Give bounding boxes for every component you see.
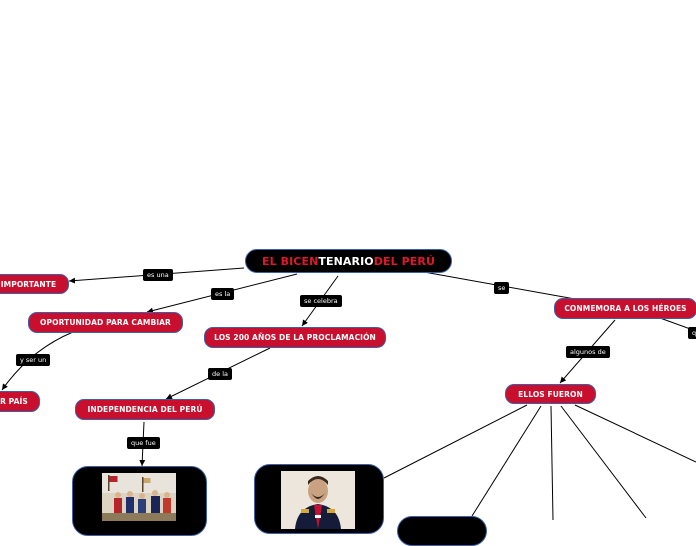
label-q: q (688, 327, 696, 339)
label-y-ser-un: y ser un (16, 354, 51, 366)
root-title-part3: DEL PERÚ (373, 254, 436, 268)
node-conmemora-label: CONMEMORA A LOS HÉROES (564, 304, 687, 313)
image-card-proclamation[interactable] (72, 466, 207, 536)
node-importante[interactable]: IMPORTANTE (0, 274, 69, 294)
node-ellos[interactable]: ELLOS FUERON (505, 384, 596, 404)
label-algunos-de: algunos de (566, 346, 610, 358)
node-proclamacion-label: LOS 200 AÑOS DE LA PROCLAMACIÓN (214, 333, 376, 342)
node-independencia-label: INDEPENDENCIA DEL PERÚ (87, 405, 203, 414)
edge-ellos-portrait (383, 404, 528, 479)
edge-ellos-child-5 (574, 404, 696, 463)
label-se-celebra: se celebra (300, 295, 342, 307)
root-title-part2: TENARIO (318, 254, 374, 268)
node-pais-label: R PAÍS (0, 397, 28, 406)
edge-ellos-child-4 (560, 405, 647, 519)
hero-portrait-image (281, 471, 355, 529)
node-ellos-label: ELLOS FUERON (518, 389, 583, 399)
node-conmemora[interactable]: CONMEMORA A LOS HÉROES (554, 298, 696, 319)
label-es-una: es una (143, 269, 173, 281)
edge-ellos-child-3 (550, 405, 554, 520)
image-card-hero-portrait[interactable] (254, 464, 384, 534)
node-independencia[interactable]: INDEPENDENCIA DEL PERÚ (75, 399, 215, 420)
edge-ellos-child-2 (471, 405, 542, 517)
label-de-la: de la (208, 368, 232, 380)
node-pais[interactable]: R PAÍS (0, 391, 40, 412)
label-es-la: es la (211, 288, 235, 300)
node-proclamacion[interactable]: LOS 200 AÑOS DE LA PROCLAMACIÓN (204, 327, 386, 348)
label-que-fue: que fue (127, 437, 160, 449)
node-importante-label: IMPORTANTE (0, 279, 57, 289)
image-card-hero-2[interactable] (397, 516, 487, 546)
proclamation-painting-image (102, 473, 176, 521)
label-se: se (494, 282, 510, 294)
node-oportunidad-label: OPORTUNIDAD PARA CAMBIAR (40, 318, 171, 327)
root-title-part1: EL BICEN (261, 254, 319, 268)
node-oportunidad[interactable]: OPORTUNIDAD PARA CAMBIAR (28, 312, 183, 333)
